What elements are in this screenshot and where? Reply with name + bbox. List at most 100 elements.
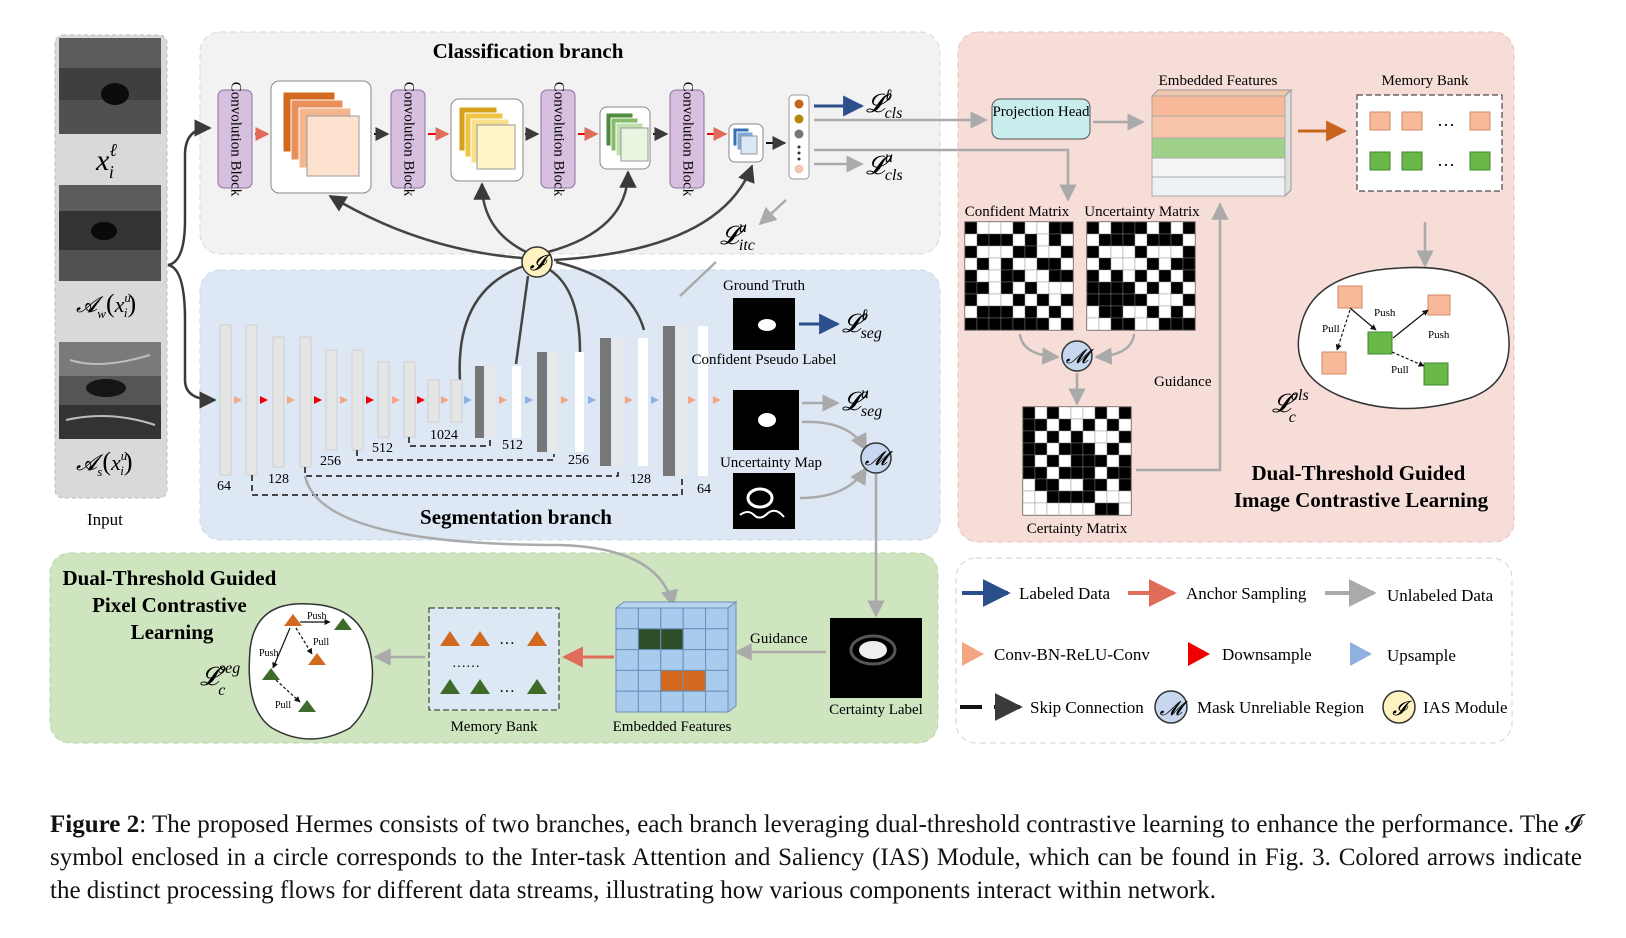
matrix-merge-right xyxy=(1094,333,1136,365)
conv-block-1: Convolution Block xyxy=(217,82,253,197)
ias-links xyxy=(328,164,755,381)
pixel-embedded-features-label: Embedded Features xyxy=(613,719,732,735)
svg-text:Mask Unreliable Region: Mask Unreliable Region xyxy=(1197,698,1365,717)
svg-text:Pull: Pull xyxy=(1322,323,1340,335)
projection-head: Projection Head xyxy=(991,98,1091,140)
input-to-classification-arrow xyxy=(167,119,212,267)
svg-text:Conv-BN-ReLU-Conv: Conv-BN-ReLU-Conv xyxy=(994,645,1150,664)
svg-text:Projection Head: Projection Head xyxy=(992,104,1090,120)
svg-text:512: 512 xyxy=(372,441,393,456)
pixel-contrastive-title: Dual-Threshold Guided Pixel Contrastive … xyxy=(62,566,281,644)
certainty-label-label: Certainty Label xyxy=(829,702,923,718)
to-matrices-arrow xyxy=(814,148,1077,202)
legend-conv-bn: Conv-BN-ReLU-Conv xyxy=(962,642,1150,666)
svg-text:Push: Push xyxy=(307,611,326,622)
segmentation-title: Segmentation branch xyxy=(420,505,612,529)
svg-text:𝓜: 𝓜 xyxy=(865,448,894,470)
unet-skip-connections xyxy=(251,437,683,496)
input-to-segmentation-arrow xyxy=(167,263,217,409)
conv-block-4: Convolution Block xyxy=(669,82,705,197)
input-image-labeled xyxy=(59,38,161,134)
svg-text:𝓜: 𝓜 xyxy=(1066,346,1095,368)
legend-ias-module: 𝓘 IAS Module xyxy=(1382,690,1508,724)
svg-text:…: … xyxy=(499,631,515,648)
svg-text:Unlabeled Data: Unlabeled Data xyxy=(1387,586,1494,605)
image-embedded-features xyxy=(1150,88,1293,198)
figure-caption: Figure 2: The proposed Hermes consists o… xyxy=(50,808,1582,907)
svg-text:256: 256 xyxy=(568,453,589,468)
svg-text:128: 128 xyxy=(630,472,651,487)
confident-matrix xyxy=(964,221,1074,331)
svg-text:…: … xyxy=(1437,110,1455,130)
uncertainty-map-label: Uncertainty Map xyxy=(720,455,822,471)
feature-map-stack-2 xyxy=(450,98,524,182)
enc-channel-labels: 64 128 256 512 1024 xyxy=(217,428,458,494)
pseudo-to-mask-arrow xyxy=(801,420,868,452)
pixel-contrast-blob: Push Push Pull Pull xyxy=(248,602,374,740)
mask-module-cls-icon: 𝓜 xyxy=(1061,340,1095,372)
certainty-matrix-label: Certainty Matrix xyxy=(1027,521,1128,537)
pixel-embedded-features xyxy=(614,601,738,713)
svg-text:Convolution Block: Convolution Block xyxy=(551,82,567,197)
svg-text:Push: Push xyxy=(1374,307,1396,319)
matrix-merge-left xyxy=(1018,333,1060,365)
svg-text:…: … xyxy=(499,679,515,696)
confident-pseudo-label: Confident Pseudo Label xyxy=(692,352,837,368)
certainty-guidance-arrow xyxy=(1136,202,1229,472)
svg-text:64: 64 xyxy=(697,482,711,497)
unet-decoder xyxy=(475,326,708,476)
ground-truth-label: Ground Truth xyxy=(723,278,806,294)
conv-block-3: Convolution Block xyxy=(540,82,576,197)
svg-text:IAS Module: IAS Module xyxy=(1423,698,1508,717)
confident-pseudo-image xyxy=(733,390,799,450)
uncertainty-map-image xyxy=(733,473,795,529)
feature-map-stack-3 xyxy=(599,106,651,170)
input-label: Input xyxy=(87,510,123,529)
ground-truth-image xyxy=(733,298,795,350)
classification-flow-arrows xyxy=(255,127,787,150)
svg-text:𝓜: 𝓜 xyxy=(1160,698,1189,720)
feature-map-stack-1 xyxy=(270,80,372,194)
uncertainty-matrix xyxy=(1086,221,1196,331)
input-image-weak xyxy=(59,185,161,281)
svg-text:64: 64 xyxy=(217,479,231,494)
svg-text:…: … xyxy=(1437,150,1455,170)
legend-anchor-sampling: Anchor Sampling xyxy=(1128,579,1307,607)
legend-unlabeled-data: Unlabeled Data xyxy=(1325,579,1494,607)
pixel-memory-bank-label: Memory Bank xyxy=(450,719,538,735)
image-contrast-blob: Push Push Pull Pull xyxy=(1297,266,1510,410)
image-memory-bank: … … xyxy=(1356,94,1503,192)
svg-text:Convolution Block: Convolution Block xyxy=(401,82,417,197)
mask-module-seg-icon: 𝓜 xyxy=(860,442,894,474)
seg-to-itc-arrow xyxy=(679,261,717,297)
legend-skip-connection: Skip Connection xyxy=(960,693,1144,721)
feature-map-stack-4 xyxy=(728,123,764,163)
unet-encoder xyxy=(219,324,463,476)
svg-text:1024: 1024 xyxy=(430,428,458,443)
unet-conv-markers xyxy=(234,396,721,404)
legend-mask-unreliable: 𝓜 Mask Unreliable Region xyxy=(1154,690,1365,724)
svg-text:Upsample: Upsample xyxy=(1387,646,1456,665)
confident-matrix-label: Confident Matrix xyxy=(965,204,1070,220)
legend-downsample: Downsample xyxy=(1188,642,1312,666)
pixel-memory-bank: … … …… xyxy=(428,607,560,711)
input-image-strong xyxy=(59,342,161,439)
svg-text:Pull: Pull xyxy=(313,637,329,648)
legend-labeled-data: Labeled Data xyxy=(962,579,1111,607)
conv-block-2: Convolution Block xyxy=(390,82,426,197)
seg-to-pixel-embedding-arrow xyxy=(303,475,679,608)
svg-text:Convolution Block: Convolution Block xyxy=(228,82,244,197)
image-memory-bank-label: Memory Bank xyxy=(1381,73,1469,89)
svg-text:Push: Push xyxy=(1428,329,1450,341)
svg-text:Labeled Data: Labeled Data xyxy=(1019,584,1111,603)
svg-text:……: …… xyxy=(452,656,480,671)
svg-text:Downsample: Downsample xyxy=(1222,645,1312,664)
